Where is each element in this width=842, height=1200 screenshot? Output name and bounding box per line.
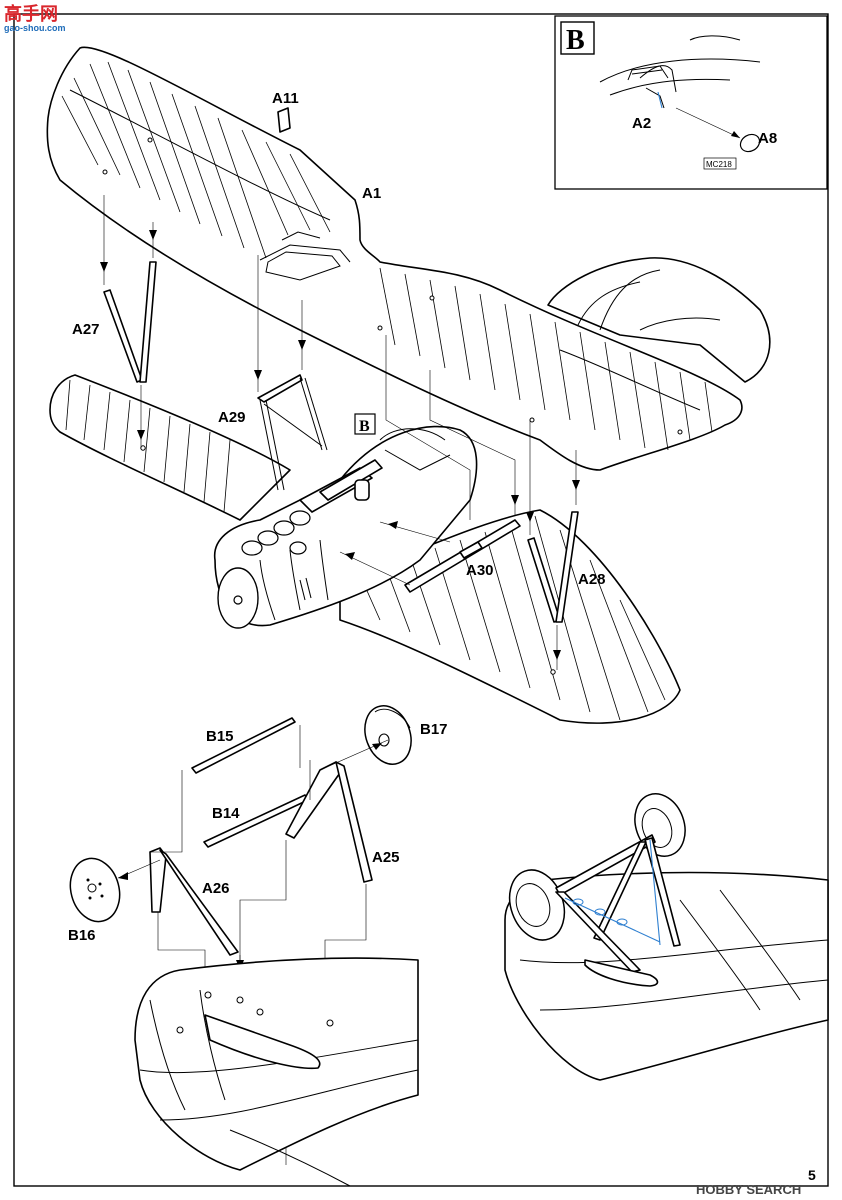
detail-box-b: B A2 A8 MC218 [554, 15, 828, 190]
label-a25: A25 [372, 849, 400, 866]
label-a2: A2 [632, 115, 651, 132]
callout-b-letter: B [359, 418, 370, 435]
landing-gear-exploded [69, 705, 412, 1165]
assembly-guides [100, 195, 580, 670]
label-a1: A1 [362, 185, 381, 202]
strut-a28 [527, 511, 579, 623]
label-a11: A11 [272, 90, 299, 107]
page-number: 5 [808, 1167, 816, 1183]
label-a30: A30 [466, 562, 494, 579]
detail-box-code: MC218 [706, 160, 732, 169]
label-b16: B16 [68, 927, 96, 944]
engine-cylinders [241, 510, 311, 556]
tail-fin [547, 257, 771, 383]
detail-box-letter: B [566, 25, 585, 56]
callout-b: B [354, 413, 376, 435]
label-a27: A27 [72, 321, 100, 338]
label-b14: B14 [212, 805, 240, 822]
watermark-hobby-search: HOBBY SEARCH [696, 1182, 801, 1197]
page-frame [13, 13, 829, 1187]
cabane-a29 [257, 374, 328, 491]
strut-a27 [103, 261, 157, 383]
label-a28: A28 [578, 571, 606, 588]
upper-wing-a1 [46, 46, 743, 471]
label-b17: B17 [420, 721, 448, 738]
label-a26: A26 [202, 880, 230, 897]
landing-gear-assembled [504, 793, 829, 1081]
watermark-url: gao-shou.com [4, 23, 66, 33]
lower-wing [49, 374, 681, 724]
label-b15: B15 [206, 728, 234, 745]
label-a29: A29 [218, 409, 246, 426]
fuselage [213, 425, 478, 629]
part-a11 [277, 107, 291, 133]
watermark-logo: 高手网 gao-shou.com [4, 3, 66, 33]
lower-fuselage-left [134, 957, 419, 1187]
label-a8: A8 [758, 130, 777, 147]
strut-a30 [404, 519, 521, 593]
watermark-logo-text: 高手网 [4, 3, 58, 24]
